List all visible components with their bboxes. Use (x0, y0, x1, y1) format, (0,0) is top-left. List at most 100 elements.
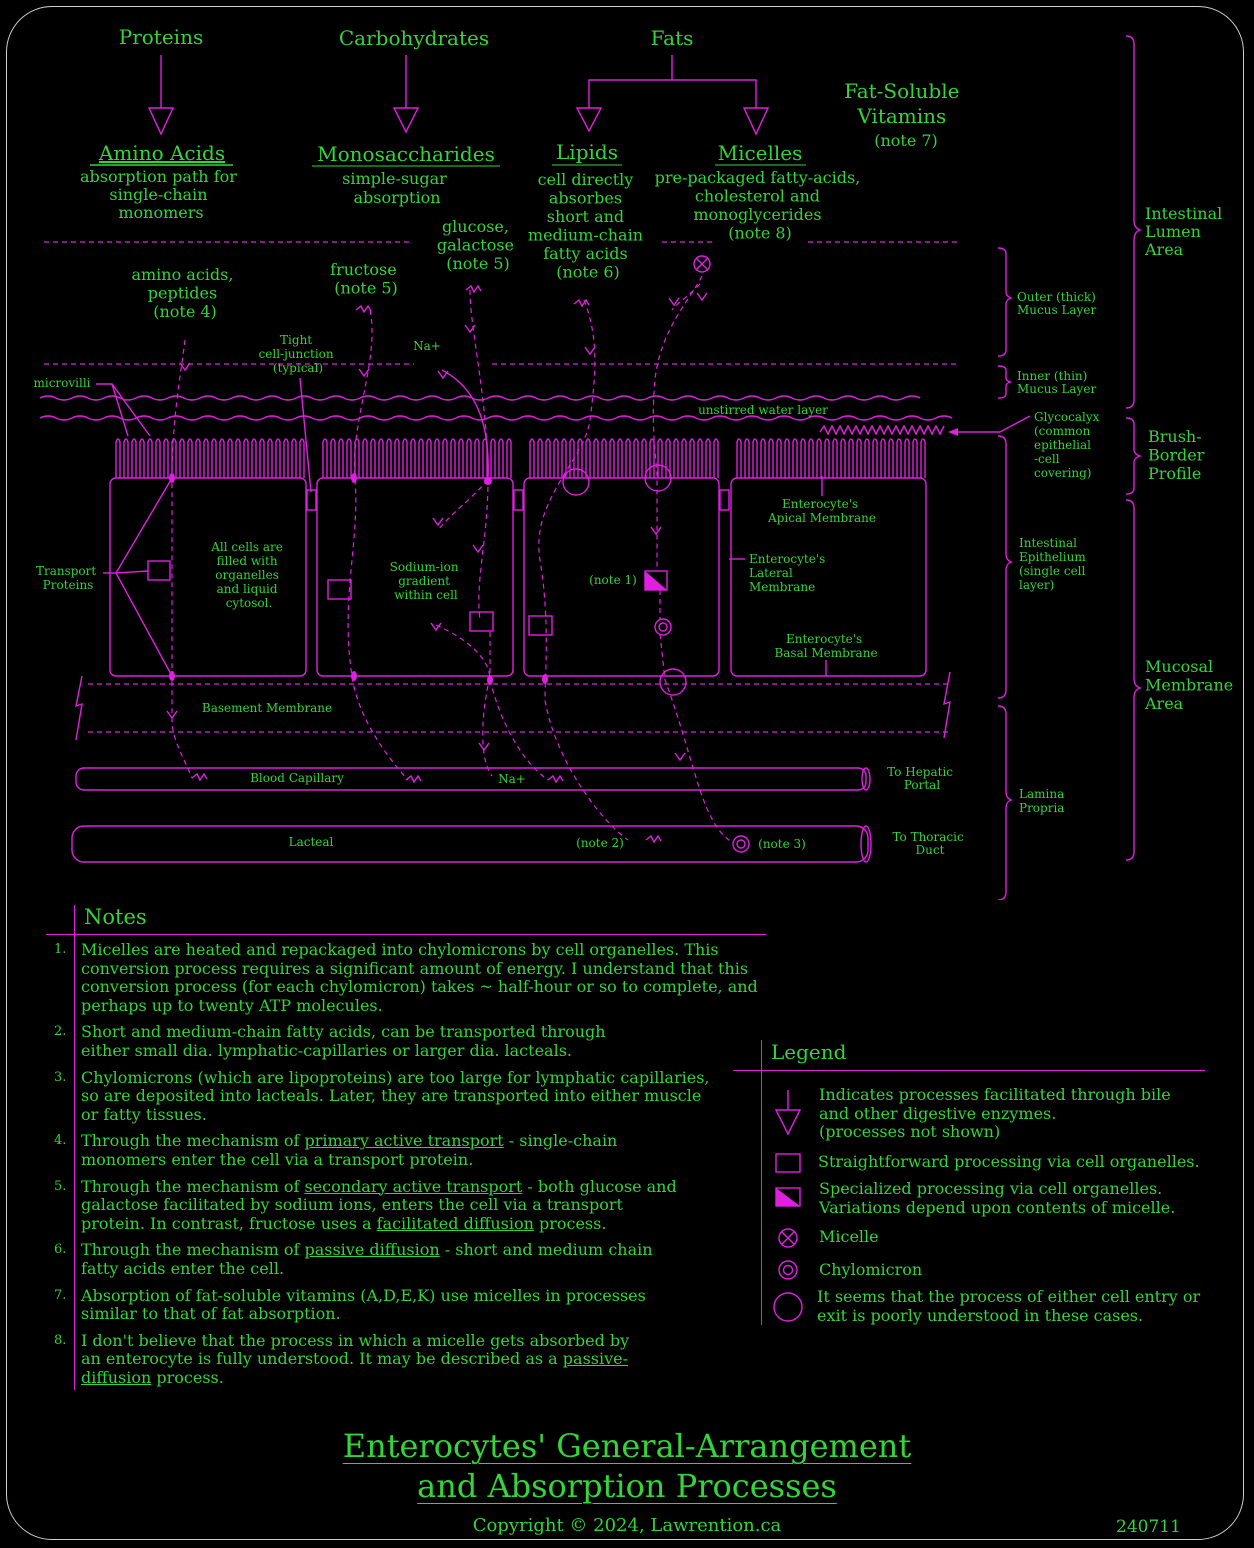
label-microvilli: microvilli (33, 376, 90, 390)
label-blood-capillary: Blood Capillary (250, 771, 344, 785)
path-arrowhead (358, 368, 370, 378)
notes-vertical-rule (74, 905, 75, 1390)
path-arrowhead (650, 526, 662, 536)
note-item: 1.Micelles are heated and repackaged int… (54, 940, 758, 1015)
label-inner-mucus: Inner (thin) Mucus Layer (1017, 369, 1096, 396)
path-arrowhead (166, 710, 178, 720)
legend-item-enzyme: Indicates processes facilitated through … (819, 1085, 1171, 1141)
label-carbohydrates: Carbohydrates (339, 26, 489, 50)
processing-box-amino (147, 560, 171, 581)
label-lamina-propria: Lamina Propria (1019, 787, 1068, 815)
copyright: Copyright © 2024, Lawrention.ca (472, 1515, 782, 1536)
label-sodium-gradient: Sodium-ion gradient within cell (390, 560, 463, 602)
title-micelles: Micelles (718, 141, 803, 165)
label-unstirred-water: unstirred water layer (698, 403, 828, 417)
path-arrowhead (464, 324, 476, 334)
desc-lipids: cell directly absorbes short and medium-… (528, 170, 648, 282)
label-note1: (note 1) (589, 573, 637, 587)
basement-membrane (75, 671, 951, 741)
page-title: Enterocytes' General-Arrangement and Abs… (342, 1427, 912, 1505)
label-fructose: fructose (note 5) (330, 260, 402, 298)
desc-micelles: pre-packaged fatty-acids, cholesterol an… (655, 168, 866, 243)
note-item: 3.Chylomicrons (which are lipoproteins) … (54, 1067, 710, 1124)
microvilli (736, 438, 926, 478)
tight-junction (306, 489, 317, 511)
label-lateral-membrane: Enterocyte's Lateral Membrane (749, 552, 829, 594)
note-item: 7.Absorption of fat-soluble vitamins (A,… (54, 1285, 646, 1324)
label-proteins: Proteins (119, 25, 203, 49)
processing-box-glucose (469, 611, 494, 632)
path-arrowhead (584, 346, 596, 356)
notes-list: 1.Micelles are heated and repackaged int… (46, 940, 766, 1387)
legend-item-chylomicron: Chylomicron (819, 1260, 923, 1279)
notes-heading: Notes (84, 905, 147, 929)
micelle-symbol (693, 255, 711, 273)
legend-item-micelle: Micelle (819, 1227, 879, 1246)
notes-section: Notes 1.Micelles are heated and repackag… (46, 905, 766, 1395)
legend-heading: Legend (771, 1040, 847, 1064)
path-arrowhead (472, 544, 484, 554)
label-note2: (note 2) (576, 836, 624, 850)
label-outer-mucus: Outer (thick) Mucus Layer (1017, 290, 1100, 317)
tight-junction (513, 489, 524, 511)
path-arrowhead (674, 752, 686, 762)
chylomicron-symbol (654, 618, 750, 853)
enterocyte-cells (109, 438, 927, 677)
legend-vertical-rule (761, 1040, 762, 1325)
note-item: 8.I don't believe that the process in wh… (54, 1330, 630, 1387)
tight-junction (719, 489, 730, 511)
label-tight-junction: Tight cell-junction (typical) (259, 333, 338, 375)
note-item: 5.Through the mechanism of secondary act… (54, 1176, 677, 1233)
label-lumen-area: Intestinal Lumen Area (1144, 204, 1227, 259)
path-arrowhead (696, 292, 708, 302)
uncertain-process-circles (562, 464, 687, 696)
specialized-processing-box (644, 570, 668, 591)
label-to-hepatic: To Hepatic Portal (887, 765, 957, 792)
enterocyte-diagram: Proteins Carbohydrates Fats Fat-Soluble … (33, 25, 1238, 900)
title-amino-acids: Amino Acids (98, 141, 225, 165)
label-brush-border: Brush- Border Profile (1148, 427, 1210, 483)
microvilli (115, 438, 305, 478)
glycocalyx (819, 415, 1031, 436)
label-lacteal: Lacteal (289, 835, 334, 849)
note-item: 6.Through the mechanism of passive diffu… (54, 1240, 653, 1278)
side-braces (997, 35, 1143, 900)
label-na-plus-top: Na+ (413, 339, 441, 353)
label-glycocalyx: Glycocalyx (common epithelial -cell cove… (1034, 410, 1103, 480)
label-apical-membrane: Enterocyte's Apical Membrane (767, 497, 876, 525)
unstirred-water-layer (39, 395, 921, 401)
label-intestinal-epithelium: Intestinal Epithelium (single cell layer… (1019, 536, 1090, 592)
title-monosaccharides: Monosaccharides (317, 142, 495, 166)
specialized-box-icon (775, 1187, 801, 1207)
processing-box-lipid (528, 615, 553, 636)
processing-box-fructose (327, 579, 352, 600)
micelle-icon (778, 1228, 798, 1248)
path-arrowhead (478, 742, 490, 752)
path-arrowhead (432, 517, 444, 527)
label-transport-proteins: Transport Proteins (36, 564, 100, 592)
notes-horizontal-rule (46, 934, 766, 935)
label-basal-membrane: Enterocyte's Basal Membrane (774, 632, 877, 660)
label-mucosal-area: Mucosal Membrane Area (1144, 657, 1238, 713)
legend-item-uncertain: It seems that the process of either cell… (817, 1287, 1201, 1325)
desc-amino-acids: absorption path for single-chain monomer… (80, 167, 242, 222)
label-note3: (note 3) (758, 837, 806, 851)
uncertain-circle-icon (773, 1292, 803, 1322)
page-frame (6, 6, 1244, 1540)
legend-horizontal-rule (733, 1070, 1205, 1071)
microvilli (322, 438, 512, 478)
label-glucose-galactose: glucose, galactose (note 5) (437, 217, 519, 273)
box-icon (775, 1153, 801, 1173)
enzyme-arrow-icon (774, 1090, 802, 1136)
blood-capillary (75, 767, 871, 791)
transport-protein-markers (169, 473, 548, 685)
label-amino-peptides: amino acids, peptides (note 4) (131, 265, 238, 321)
path-arrowhead (430, 622, 442, 632)
lacteal (71, 825, 872, 863)
note-item: 4.Through the mechanism of primary activ… (54, 1131, 618, 1169)
doc-number: 240711 (1116, 1517, 1181, 1537)
title-lipids: Lipids (556, 140, 618, 164)
path-arrowhead (179, 362, 191, 372)
path-arrowheads (166, 292, 708, 762)
label-basement-membrane: Basement Membrane (202, 701, 332, 715)
